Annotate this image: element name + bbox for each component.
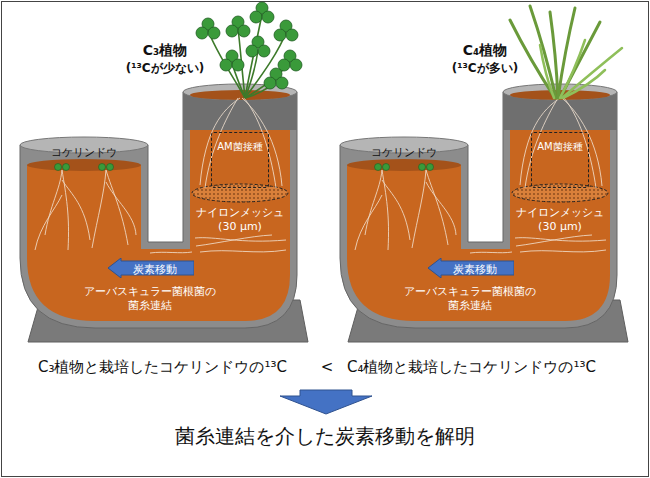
mesh-label: ナイロンメッシュ (30 µm) [191,206,289,234]
hyphae-label: アーバスキュラー菌根菌の菌糸連結 [79,285,221,313]
inoculum-box: AM菌接種 [211,132,269,188]
inoculum-label: AM菌接種 [537,141,582,154]
hyphae-label: アーバスキュラー菌根菌の菌糸連結 [399,285,541,313]
mesh-label: ナイロンメッシュ (30 µm) [511,206,609,234]
grass-plant [510,6,622,98]
comparison-text: C₄植物と栽培したコケリンドウの¹³C [347,358,596,376]
inoculum-label: AM菌接種 [217,141,262,154]
result-arrow [280,390,372,414]
pot: コケリンドウナイロンメッシュ (30 µm) アーバスキュラー菌根菌の菌糸連結 AM… [338,88,620,330]
carbon-flow-arrow: 炭素移動 [108,258,194,278]
comparison-text: C₃植物と栽培したコケリンドウの¹³C [38,358,287,376]
pot-illustration [340,84,628,342]
pot: コケリンドウナイロンメッシュ (30 µm) アーバスキュラー菌根菌の菌糸連結 AM… [18,88,300,330]
pot-name: コケリンドウ [371,146,437,160]
plant-type: C₄植物 [463,42,507,59]
plant-type: C₃植物 [143,42,187,59]
conclusion-text: 菌糸連結を介した炭素移動を解明 [175,424,475,448]
inoculum-box: AM菌接種 [531,132,589,188]
clover-plant [196,2,302,98]
carbon-flow-label: 炭素移動 [133,260,177,280]
pot-name: コケリンドウ [51,146,117,160]
pot-illustration [20,84,308,342]
carbon-flow-label: 炭素移動 [453,260,497,280]
carbon-flow-arrow: 炭素移動 [428,258,514,278]
comparison-sign: < [321,358,334,376]
isotope-note: (¹³Cが多い) [452,61,518,75]
isotope-note: (¹³Cが少ない) [126,61,204,75]
